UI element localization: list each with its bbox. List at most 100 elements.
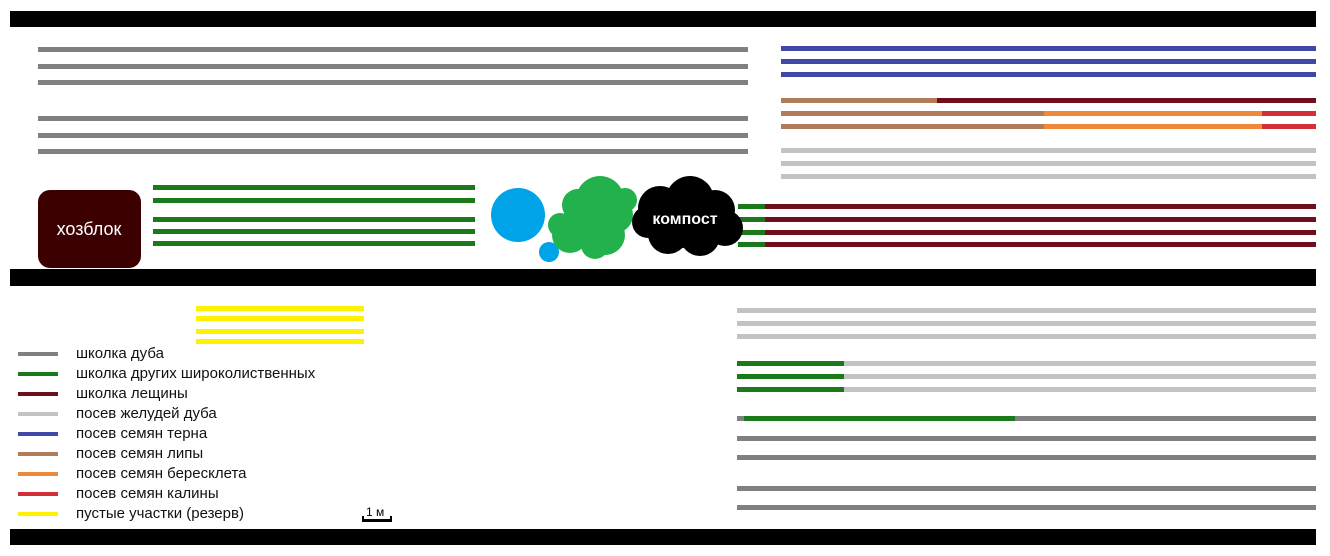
bed-row-oak-nursery <box>38 47 748 52</box>
legend-swatch <box>18 392 58 396</box>
shrub-part <box>548 213 572 237</box>
legend: школка дуба школка других широколиственн… <box>18 344 315 524</box>
scale-tick <box>390 516 392 522</box>
legend-swatch <box>18 452 58 456</box>
bed-row-broadleaf-nursery <box>737 387 844 392</box>
bed-row-linden <box>937 111 1044 116</box>
bed-row-hazel-nursery <box>937 98 1316 103</box>
legend-label: посев семян бересклета <box>76 465 247 482</box>
legend-swatch <box>18 372 58 376</box>
bed-row-blackthorn <box>781 59 1316 64</box>
bed-row-broadleaf-nursery <box>738 230 765 235</box>
bed-row-broadleaf-nursery <box>153 241 475 246</box>
compost-label: компост <box>652 211 717 228</box>
bed-row-viburnum <box>1262 111 1316 116</box>
shed: хозблок <box>38 190 141 268</box>
legend-item-reserve: пустые участки (резерв) <box>18 504 315 524</box>
bed-row-oak-nursery <box>737 416 744 421</box>
bed-row-broadleaf-nursery <box>738 242 765 247</box>
bed-row-blackthorn <box>781 72 1316 77</box>
bed-row-oak-acorns <box>844 387 1316 392</box>
scale-tick <box>362 516 364 522</box>
bed-row-oak-nursery <box>1015 416 1316 421</box>
bed-row-oak-acorns <box>737 334 1316 339</box>
legend-label: пустые участки (резерв) <box>76 505 244 522</box>
pond-small <box>539 242 559 262</box>
legend-item-oak-nursery: школка дуба <box>18 344 315 364</box>
legend-item-broadleaf-nursery: школка других широколиственных <box>18 364 315 384</box>
legend-swatch <box>18 352 58 356</box>
pond-large <box>491 188 545 242</box>
legend-swatch <box>18 432 58 436</box>
bed-row-broadleaf-nursery <box>153 185 475 190</box>
bed-row-oak-acorns <box>781 148 1316 153</box>
legend-swatch <box>18 512 58 516</box>
bed-row-hazel-nursery <box>765 204 1316 209</box>
path-top <box>10 11 1316 27</box>
bed-row-linden <box>781 111 937 116</box>
legend-label: школка дуба <box>76 345 164 362</box>
legend-item-linden: посев семян липы <box>18 444 315 464</box>
compost-part <box>659 196 711 248</box>
legend-label: посев семян калины <box>76 485 219 502</box>
path-middle <box>10 269 1316 286</box>
shrub-part <box>613 188 637 212</box>
paths-layer <box>10 11 1316 545</box>
bed-row-hazel-nursery <box>765 242 1316 247</box>
scale-label: 1 м <box>366 505 385 519</box>
bed-row-oak-nursery <box>38 80 748 85</box>
path-bottom <box>10 529 1316 545</box>
bed-row-broadleaf-nursery <box>738 204 765 209</box>
bed-row-oak-acorns <box>844 374 1316 379</box>
legend-item-viburnum: посев семян калины <box>18 484 315 504</box>
bed-row-oak-nursery <box>38 133 748 138</box>
bed-row-reserve <box>196 339 364 344</box>
beds-layer <box>38 46 1316 510</box>
legend-label: школка лещины <box>76 385 188 402</box>
bed-row-broadleaf-nursery <box>737 361 844 366</box>
bed-row-oak-acorns <box>781 161 1316 166</box>
bed-row-oak-acorns <box>737 321 1316 326</box>
bed-row-broadleaf-nursery <box>153 198 475 203</box>
shed-label: хозблок <box>57 219 122 239</box>
bed-row-oak-nursery <box>38 64 748 69</box>
bed-row-broadleaf-nursery <box>738 217 765 222</box>
bed-row-oak-acorns <box>781 174 1316 179</box>
legend-item-oak-acorns: посев желудей дуба <box>18 404 315 424</box>
bed-row-oak-nursery <box>38 116 748 121</box>
legend-item-hazel-nursery: школка лещины <box>18 384 315 404</box>
bed-row-reserve <box>196 329 364 334</box>
bed-row-reserve <box>196 316 364 321</box>
legend-item-spindle: посев семян бересклета <box>18 464 315 484</box>
bed-row-viburnum <box>1262 124 1316 129</box>
bed-row-oak-nursery <box>737 486 1316 491</box>
legend-label: посев семян терна <box>76 425 208 442</box>
bed-row-broadleaf-nursery <box>153 229 475 234</box>
bed-row-oak-nursery <box>38 149 748 154</box>
bed-row-linden <box>937 124 1044 129</box>
shrub-part <box>581 231 609 259</box>
legend-label: посев желудей дуба <box>76 405 217 422</box>
bed-row-oak-acorns <box>844 361 1316 366</box>
legend-item-blackthorn: посев семян терна <box>18 424 315 444</box>
shrub-part <box>562 189 594 221</box>
bed-row-linden <box>781 98 937 103</box>
bed-row-reserve <box>196 306 364 311</box>
legend-swatch <box>18 492 58 496</box>
bed-row-broadleaf-nursery <box>153 217 475 222</box>
bed-row-linden <box>781 124 937 129</box>
shrub-cluster <box>548 176 637 259</box>
legend-swatch <box>18 412 58 416</box>
compost-part <box>632 206 664 238</box>
scale-bar: 1 м <box>362 506 394 522</box>
legend-label: посев семян липы <box>76 445 204 462</box>
legend-swatch <box>18 472 58 476</box>
bed-row-hazel-nursery <box>765 230 1316 235</box>
bed-row-spindle <box>1044 124 1262 129</box>
bed-row-blackthorn <box>781 46 1316 51</box>
bed-row-broadleaf-nursery <box>744 416 1015 421</box>
bed-row-broadleaf-nursery <box>737 374 844 379</box>
bed-row-oak-nursery <box>737 436 1316 441</box>
bed-row-spindle <box>1044 111 1262 116</box>
